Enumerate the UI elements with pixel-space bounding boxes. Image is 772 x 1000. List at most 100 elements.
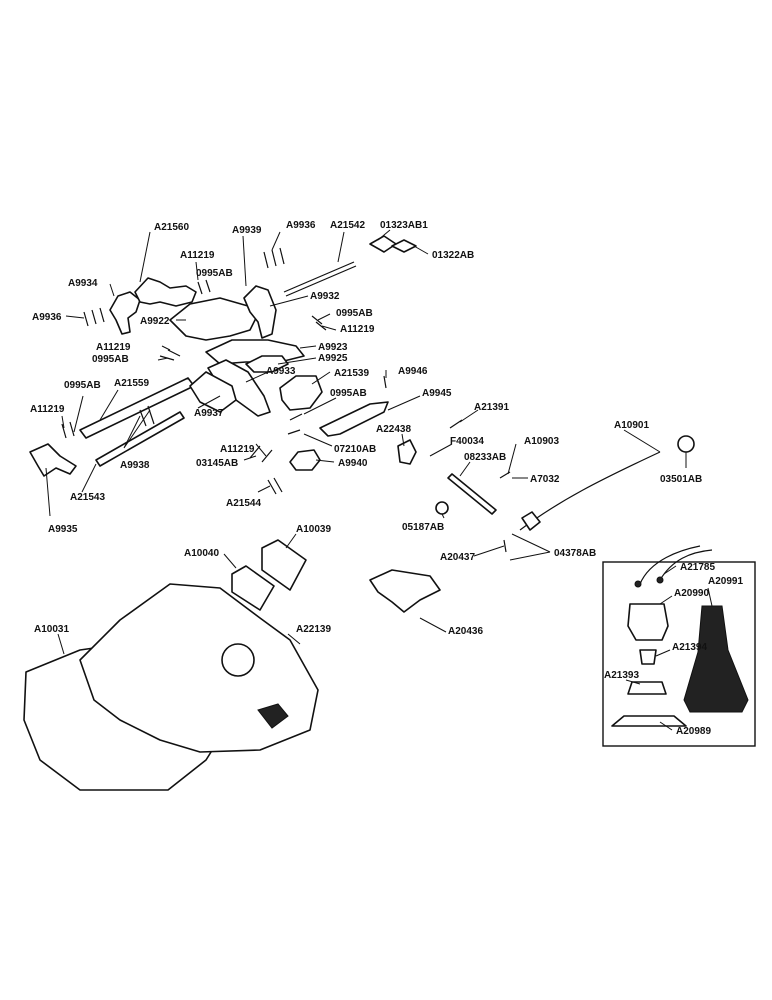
label-a10040: A10040 bbox=[184, 548, 219, 559]
label-a20989: A20989 bbox=[676, 726, 711, 737]
shift-fork-a21560 bbox=[134, 277, 197, 307]
label-03501ab: 03501AB bbox=[660, 474, 702, 485]
leader-lines bbox=[45, 229, 713, 731]
label-a21785: A21785 bbox=[680, 562, 715, 573]
label-0995ab-e: 0995AB bbox=[330, 388, 367, 399]
label-a20436: A20436 bbox=[448, 626, 483, 637]
label-a21543: A21543 bbox=[70, 492, 105, 503]
switch-inset bbox=[602, 545, 756, 747]
callout-labels: A21560 A11219 A9939 A9936 A21542 01323AB… bbox=[30, 220, 743, 737]
shift-mechanism-group bbox=[29, 235, 511, 495]
shift-fork-a9934 bbox=[109, 291, 141, 335]
plunger-a21394 bbox=[639, 649, 657, 665]
nut-a21393 bbox=[627, 681, 667, 695]
label-a9946: A9946 bbox=[398, 366, 428, 377]
plug-03501ab bbox=[677, 435, 695, 453]
label-a22438: A22438 bbox=[376, 424, 411, 435]
switch-a20990 bbox=[627, 603, 669, 641]
label-a9945: A9945 bbox=[422, 388, 452, 399]
shift-rail-a21542-shadow bbox=[285, 265, 357, 297]
label-a9936-b: A9936 bbox=[32, 312, 62, 323]
label-a11219-a: A11219 bbox=[180, 250, 215, 261]
boot-a20991 bbox=[683, 605, 749, 713]
label-a9935: A9935 bbox=[48, 524, 78, 535]
label-a22139: A22139 bbox=[296, 624, 331, 635]
label-a9940: A9940 bbox=[338, 458, 368, 469]
wire-leads bbox=[639, 545, 713, 585]
rod-a10901 bbox=[519, 451, 661, 531]
label-a20991: A20991 bbox=[708, 576, 743, 587]
label-a21542: A21542 bbox=[330, 220, 365, 231]
label-a10903: A10903 bbox=[524, 436, 559, 447]
shaft-08233ab bbox=[447, 473, 497, 515]
rod-a10901-end bbox=[521, 511, 541, 531]
pin-a20437 bbox=[503, 539, 507, 553]
label-a9922: A9922 bbox=[140, 316, 170, 327]
label-04378ab: 04378AB bbox=[554, 548, 596, 559]
label-a21394: A21394 bbox=[672, 642, 707, 653]
label-a9923: A9923 bbox=[318, 342, 348, 353]
shift-fork-a9935 bbox=[29, 443, 77, 477]
label-a10039: A10039 bbox=[296, 524, 331, 535]
shift-fork-a9939 bbox=[243, 285, 277, 339]
label-a10901: A10901 bbox=[614, 420, 649, 431]
transmission-cover-group bbox=[23, 539, 319, 791]
terminal-1 bbox=[634, 580, 642, 588]
label-a11219-d: A11219 bbox=[30, 404, 65, 415]
cover-opening bbox=[221, 643, 255, 677]
label-05187ab: 05187AB bbox=[402, 522, 444, 533]
label-a11219-b: A11219 bbox=[340, 324, 375, 335]
label-a10031: A10031 bbox=[34, 624, 69, 635]
label-08233ab: 08233AB bbox=[464, 452, 506, 463]
label-07210ab: 07210AB bbox=[334, 444, 376, 455]
label-01323ab1: 01323AB1 bbox=[380, 220, 428, 231]
shift-lever-a9945 bbox=[319, 401, 389, 437]
pins-and-bolts bbox=[61, 247, 511, 495]
rod-group bbox=[369, 435, 695, 613]
shift-rail-a21543 bbox=[95, 411, 185, 467]
label-a9939: A9939 bbox=[232, 225, 262, 236]
label-a9937: A9937 bbox=[194, 408, 224, 419]
shift-rail-a21542 bbox=[283, 261, 355, 293]
gasket-a10040 bbox=[231, 565, 275, 611]
terminal-2 bbox=[656, 576, 664, 584]
cover-boss bbox=[257, 703, 289, 729]
shift-housing-a9922 bbox=[169, 297, 257, 341]
shift-lug-a21539 bbox=[279, 375, 323, 411]
label-03145ab: 03145AB bbox=[196, 458, 238, 469]
rail-bracket-a9937 bbox=[189, 371, 237, 413]
label-f40034: F40034 bbox=[450, 436, 484, 447]
label-a9925: A9925 bbox=[318, 353, 348, 364]
label-a21560: A21560 bbox=[154, 222, 189, 233]
label-a21559: A21559 bbox=[114, 378, 149, 389]
label-0995ab-b: 0995AB bbox=[336, 308, 373, 319]
label-a9938: A9938 bbox=[120, 460, 150, 471]
label-a21539: A21539 bbox=[334, 368, 369, 379]
label-a21391: A21391 bbox=[474, 402, 509, 413]
shift-lever-a9940 bbox=[289, 449, 321, 471]
label-a7032: A7032 bbox=[530, 474, 560, 485]
washer-05187ab bbox=[435, 501, 449, 515]
gasket-01322ab bbox=[391, 239, 417, 253]
label-01322ab: 01322AB bbox=[432, 250, 474, 261]
label-a9934: A9934 bbox=[68, 278, 98, 289]
selector-block-a9925 bbox=[245, 355, 289, 373]
label-0995ab-c: 0995AB bbox=[92, 354, 129, 365]
bracket-a20436 bbox=[369, 569, 441, 613]
label-a9933: A9933 bbox=[266, 366, 296, 377]
label-a11219-e: A11219 bbox=[220, 444, 255, 455]
cover-plate-01323ab1 bbox=[369, 235, 397, 253]
label-a9932: A9932 bbox=[310, 291, 340, 302]
label-a21393: A21393 bbox=[604, 670, 639, 681]
label-a11219-c: A11219 bbox=[96, 342, 131, 353]
label-0995ab-a: 0995AB bbox=[196, 268, 233, 279]
label-a20437: A20437 bbox=[440, 552, 475, 563]
label-a9936-a: A9936 bbox=[286, 220, 316, 231]
inset-frame bbox=[602, 561, 756, 747]
label-a20990: A20990 bbox=[674, 588, 709, 599]
washer-a20989 bbox=[611, 715, 687, 727]
label-0995ab-d: 0995AB bbox=[64, 380, 101, 391]
label-a21544: A21544 bbox=[226, 498, 261, 509]
cover-plate-a10039 bbox=[261, 539, 307, 591]
